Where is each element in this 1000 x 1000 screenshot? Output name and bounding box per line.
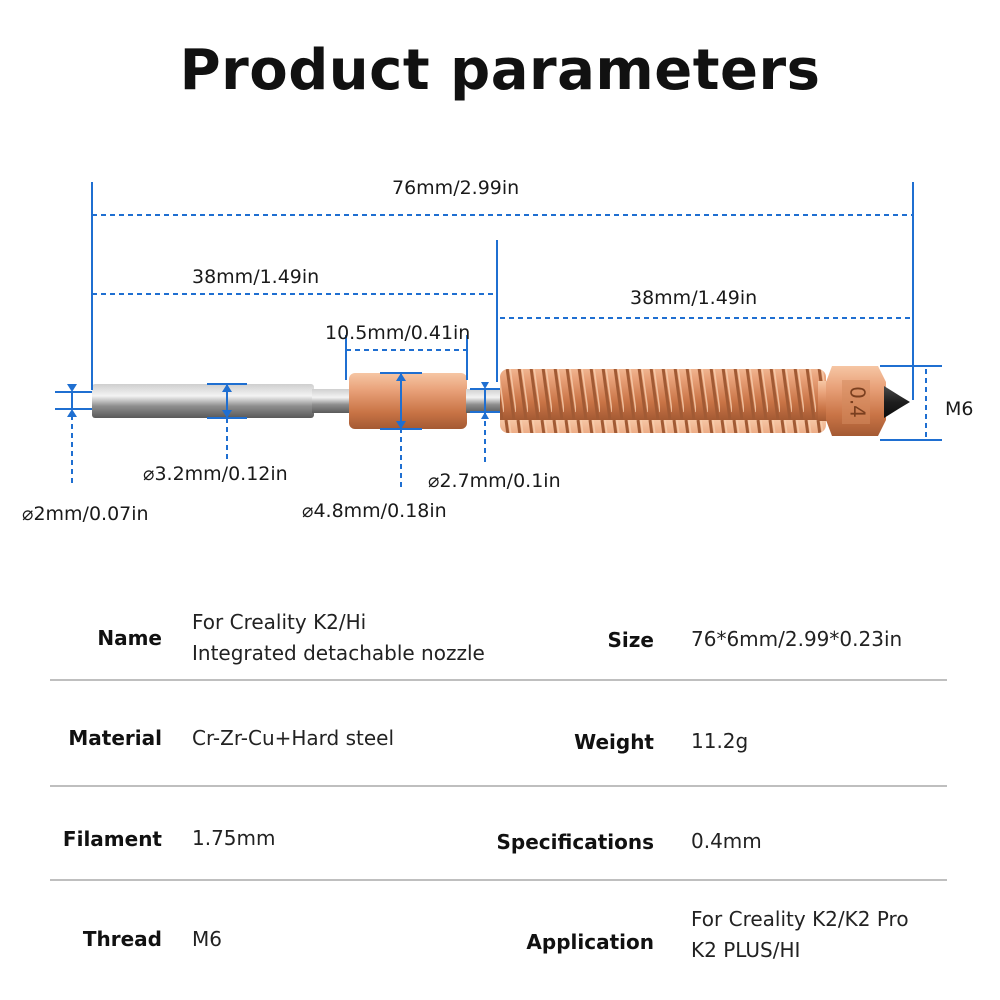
steel-tube-narrow	[312, 389, 352, 413]
spec-value-material: Cr-Zr-Cu+Hard steel	[192, 726, 395, 750]
spec-key-filament: Filament	[62, 827, 162, 851]
spec-value-weight: 11.2g	[691, 729, 749, 753]
spec-key-thread: Thread	[82, 927, 162, 951]
spec-value-size: 76*6mm/2.99*0.23in	[691, 627, 903, 651]
spec-key-size: Size	[607, 628, 654, 652]
row-divider	[50, 679, 947, 681]
page-title: Product parameters	[179, 38, 821, 103]
row-divider	[50, 785, 947, 787]
nozzle-diagram: 0.4	[55, 182, 942, 488]
spec-value-specifications: 0.4mm	[691, 829, 762, 853]
total-length-label: 76mm/2.99in	[392, 177, 520, 199]
spec-value-name: For Creality K2/Hi Integrated detachable…	[192, 610, 485, 665]
spec-value-thread: M6	[192, 927, 222, 951]
nozzle-marking: 0.4	[846, 386, 870, 418]
spec-table: Name For Creality K2/Hi Integrated detac…	[0, 590, 1000, 990]
steel-tube	[92, 384, 314, 418]
left-half-label: 38mm/1.49in	[192, 266, 320, 288]
nozzle-tip	[884, 386, 910, 418]
row-divider	[50, 879, 947, 881]
neck-diameter-label: ⌀2.7mm/0.1in	[428, 470, 561, 492]
spec-key-application: Application	[526, 930, 654, 954]
right-half-label: 38mm/1.49in	[630, 287, 758, 309]
tip-diameter-label: ⌀2mm/0.07in	[22, 503, 149, 525]
copper-sleeve	[349, 373, 467, 429]
threaded-body	[500, 369, 826, 433]
thread-size-label: M6	[945, 398, 974, 420]
spec-key-specifications: Specifications	[496, 830, 654, 854]
spec-key-material: Material	[68, 726, 162, 750]
sleeve-diameter-label: ⌀4.8mm/0.18in	[302, 500, 447, 522]
tube-diameter-label: ⌀3.2mm/0.12in	[143, 463, 288, 485]
spec-value-filament: 1.75mm	[192, 826, 276, 850]
sleeve-length-label: 10.5mm/0.41in	[325, 322, 471, 344]
spec-value-application: For Creality K2/K2 Pro K2 PLUS/HI	[691, 907, 909, 962]
spec-key-name: Name	[97, 626, 162, 650]
spec-key-weight: Weight	[574, 730, 654, 754]
